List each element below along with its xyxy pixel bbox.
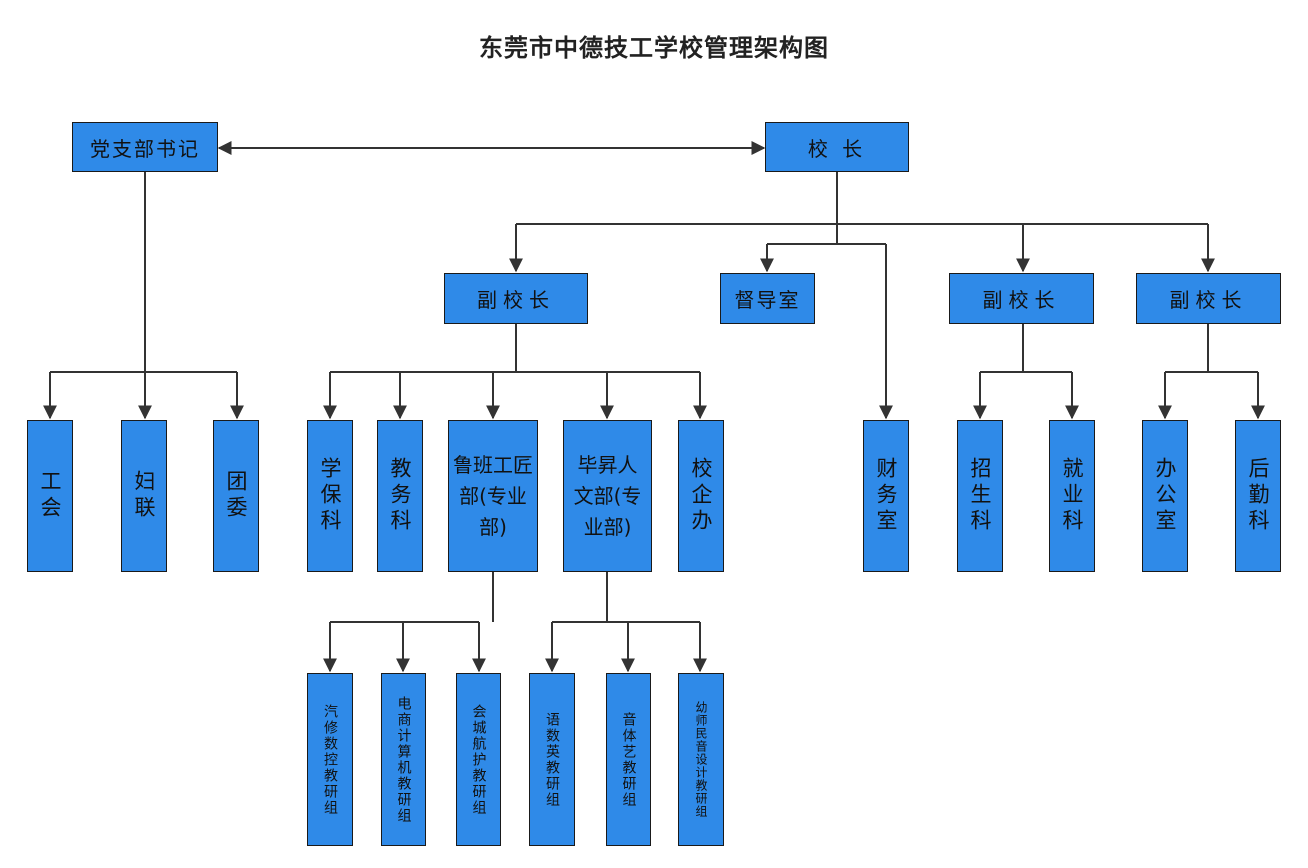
trade-union-box: 工会 [27,420,73,572]
supervision-office-box: 督导室 [720,273,815,324]
vice-principal-box-1: 副校长 [444,273,588,324]
womens-federation-box: 妇联 [121,420,167,572]
student-affairs-box: 学保科 [307,420,353,572]
languages-group-box: 语数英教研组 [529,673,575,846]
principal-box: 校 长 [765,122,909,172]
ecommerce-group-box: 电商计算机教研组 [381,673,426,846]
employment-box: 就业科 [1049,420,1095,572]
school-enterprise-office-box: 校企办 [678,420,724,572]
vice-principal-box-2: 副校长 [949,273,1094,324]
logistics-box: 后勤科 [1235,420,1281,572]
bisheng-dept-box: 毕昇人文部(专业部) [563,420,652,572]
preschool-group-box: 幼师民音设计教研组 [678,673,724,846]
auto-cnc-group-box: 汽修数控教研组 [307,673,353,846]
youth-league-box: 团委 [213,420,259,572]
vice-principal-box-3: 副校长 [1136,273,1281,324]
arts-group-box: 音体艺教研组 [606,673,651,846]
party-secretary-box: 党支部书记 [72,122,218,172]
academic-affairs-box: 教务科 [377,420,423,572]
luban-dept-box: 鲁班工匠部(专业部) [448,420,538,572]
finance-office-box: 财务室 [863,420,909,572]
admissions-box: 招生科 [957,420,1003,572]
page-title: 东莞市中德技工学校管理架构图 [479,34,829,62]
general-office-box: 办公室 [1142,420,1188,572]
accounting-group-box: 会城航护教研组 [456,673,501,846]
